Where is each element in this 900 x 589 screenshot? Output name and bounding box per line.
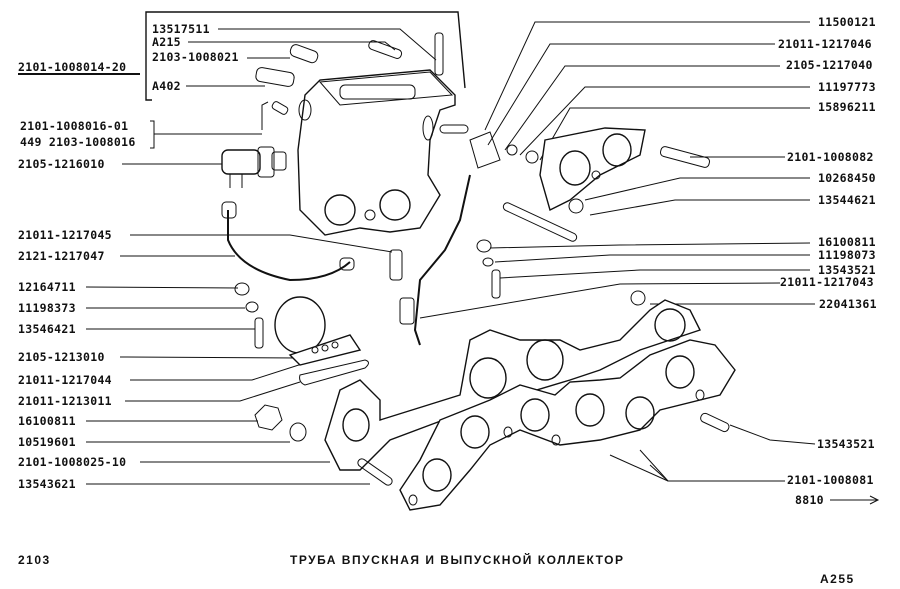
stud bbox=[700, 412, 730, 433]
label-box-3: 2103-1008021 bbox=[152, 50, 239, 64]
label-right-8: 13544621 bbox=[818, 193, 876, 207]
model-number: 2103 bbox=[18, 553, 51, 567]
label-right-1: 11500121 bbox=[818, 15, 876, 29]
label-assembly: 2101-1008014-20 bbox=[18, 60, 127, 74]
bracket bbox=[469, 131, 501, 169]
label-pipe-1: 2101-1008016-01 bbox=[20, 119, 129, 133]
label-pipe-2: 449 2103-1008016 bbox=[20, 135, 136, 149]
intake-manifold bbox=[297, 69, 456, 236]
temperature-sensor bbox=[221, 149, 261, 175]
continuation-ref: 8810 bbox=[795, 493, 824, 507]
valve-housing bbox=[274, 296, 326, 354]
washer bbox=[289, 422, 307, 442]
label-box-1: 13517511 bbox=[152, 22, 210, 36]
exhaust-manifold bbox=[324, 299, 701, 471]
label-left-2: 2121-1217047 bbox=[18, 249, 105, 263]
label-sensor: 2105-1216010 bbox=[18, 157, 105, 171]
label-left-10: 10519601 bbox=[18, 435, 76, 449]
label-right-6: 2101-1008082 bbox=[787, 150, 874, 164]
label-right-15: 2101-1008081 bbox=[787, 473, 874, 487]
label-right-3: 2105-1217040 bbox=[786, 58, 873, 72]
label-box-4: A402 bbox=[152, 79, 181, 93]
label-right-2: 21011-1217046 bbox=[778, 37, 872, 51]
stud bbox=[357, 458, 393, 486]
pipe bbox=[413, 174, 471, 346]
plug bbox=[289, 44, 319, 64]
label-left-8: 21011-1213011 bbox=[18, 394, 112, 408]
manifold-flange bbox=[539, 127, 646, 212]
label-right-7: 10268450 bbox=[818, 171, 876, 185]
label-right-9: 16100811 bbox=[818, 235, 876, 249]
stud bbox=[659, 146, 711, 168]
stud bbox=[434, 32, 444, 76]
label-right-14: 13543521 bbox=[817, 437, 875, 451]
label-left-12: 13543621 bbox=[18, 477, 76, 491]
bolt bbox=[368, 40, 403, 59]
label-left-3: 12164711 bbox=[18, 280, 76, 294]
label-right-10: 11198073 bbox=[818, 248, 876, 262]
label-right-13: 22041361 bbox=[819, 297, 877, 311]
assembly-bracket bbox=[145, 11, 466, 101]
tube bbox=[261, 101, 269, 130]
sheet-code: A255 bbox=[820, 572, 855, 586]
label-left-9: 16100811 bbox=[18, 414, 76, 428]
label-box-2: A215 bbox=[152, 35, 181, 49]
label-left-1: 21011-1217045 bbox=[18, 228, 112, 242]
label-left-6: 2105-1213010 bbox=[18, 350, 105, 364]
label-left-5: 13546421 bbox=[18, 322, 76, 336]
label-right-11: 13543521 bbox=[818, 263, 876, 277]
label-left-4: 11198373 bbox=[18, 301, 76, 315]
label-right-5: 15896211 bbox=[818, 100, 876, 114]
nut bbox=[254, 404, 283, 431]
page-title: ТРУБА ВПУСКНАЯ И ВЫПУСКНОЙ КОЛЛЕКТОР bbox=[290, 553, 625, 567]
label-left-7: 21011-1217044 bbox=[18, 373, 112, 387]
hose bbox=[227, 210, 351, 282]
long-stud bbox=[502, 202, 578, 242]
fitting bbox=[255, 67, 295, 87]
label-left-11: 2101-1008025-10 bbox=[18, 455, 127, 469]
gasket bbox=[299, 359, 369, 386]
label-right-12: 21011-1217043 bbox=[780, 275, 874, 289]
exhaust-gasket bbox=[399, 339, 736, 511]
label-right-4: 11197773 bbox=[818, 80, 876, 94]
